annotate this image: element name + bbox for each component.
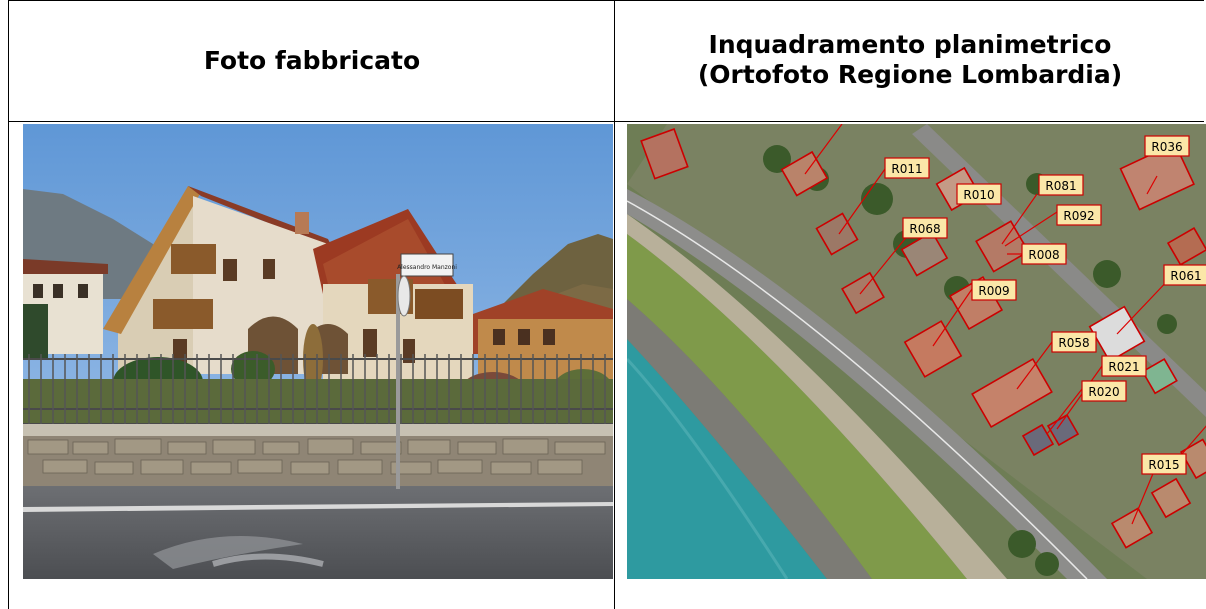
street-sign-text: Alessandro Manzoni [397, 264, 457, 271]
header-ortofoto-source: (Ortofoto Regione Lombardia) [697, 60, 1123, 89]
left-column-header: Foto fabbricato [9, 0, 615, 120]
parcel-label: R010 [963, 188, 994, 202]
parcel-label: R011 [891, 162, 922, 176]
building-photo: Alessandro Manzoni [23, 124, 613, 579]
parcel-label: R021 [1108, 360, 1139, 374]
parcel-labels: R036 R011 R010 R081 R092 R068 R008 R061 … [891, 140, 1201, 472]
document-table: Foto fabbricato Inquadramento planimetri… [8, 0, 1206, 609]
parcel-label: R015 [1148, 458, 1179, 472]
right-column-header: Inquadramento planimetrico (Ortofoto Reg… [616, 0, 1204, 120]
parcel-label: R009 [978, 284, 1009, 298]
orthophoto-map-image: R036 R011 R010 R081 R092 R068 R008 R061 … [627, 124, 1206, 579]
table-border-left [8, 0, 9, 609]
parcel-label: R092 [1063, 209, 1094, 223]
parcel-label: R081 [1045, 179, 1076, 193]
column-divider [614, 0, 615, 609]
parcel-label: R020 [1088, 385, 1119, 399]
header-inquadramento: Inquadramento planimetrico [708, 30, 1112, 59]
parcel-label: R061 [1170, 269, 1201, 283]
parcel-label: R068 [909, 222, 940, 236]
building-photo-image: Alessandro Manzoni [23, 124, 613, 579]
table-border-top [8, 0, 1204, 1]
header-foto-fabbricato: Foto fabbricato [203, 45, 421, 75]
header-divider [8, 121, 1204, 122]
parcel-label: R008 [1028, 248, 1059, 262]
parcel-label: R036 [1151, 140, 1182, 154]
orthophoto-map: R036 R011 R010 R081 R092 R068 R008 R061 … [627, 124, 1206, 579]
parcel-label: R058 [1058, 336, 1089, 350]
